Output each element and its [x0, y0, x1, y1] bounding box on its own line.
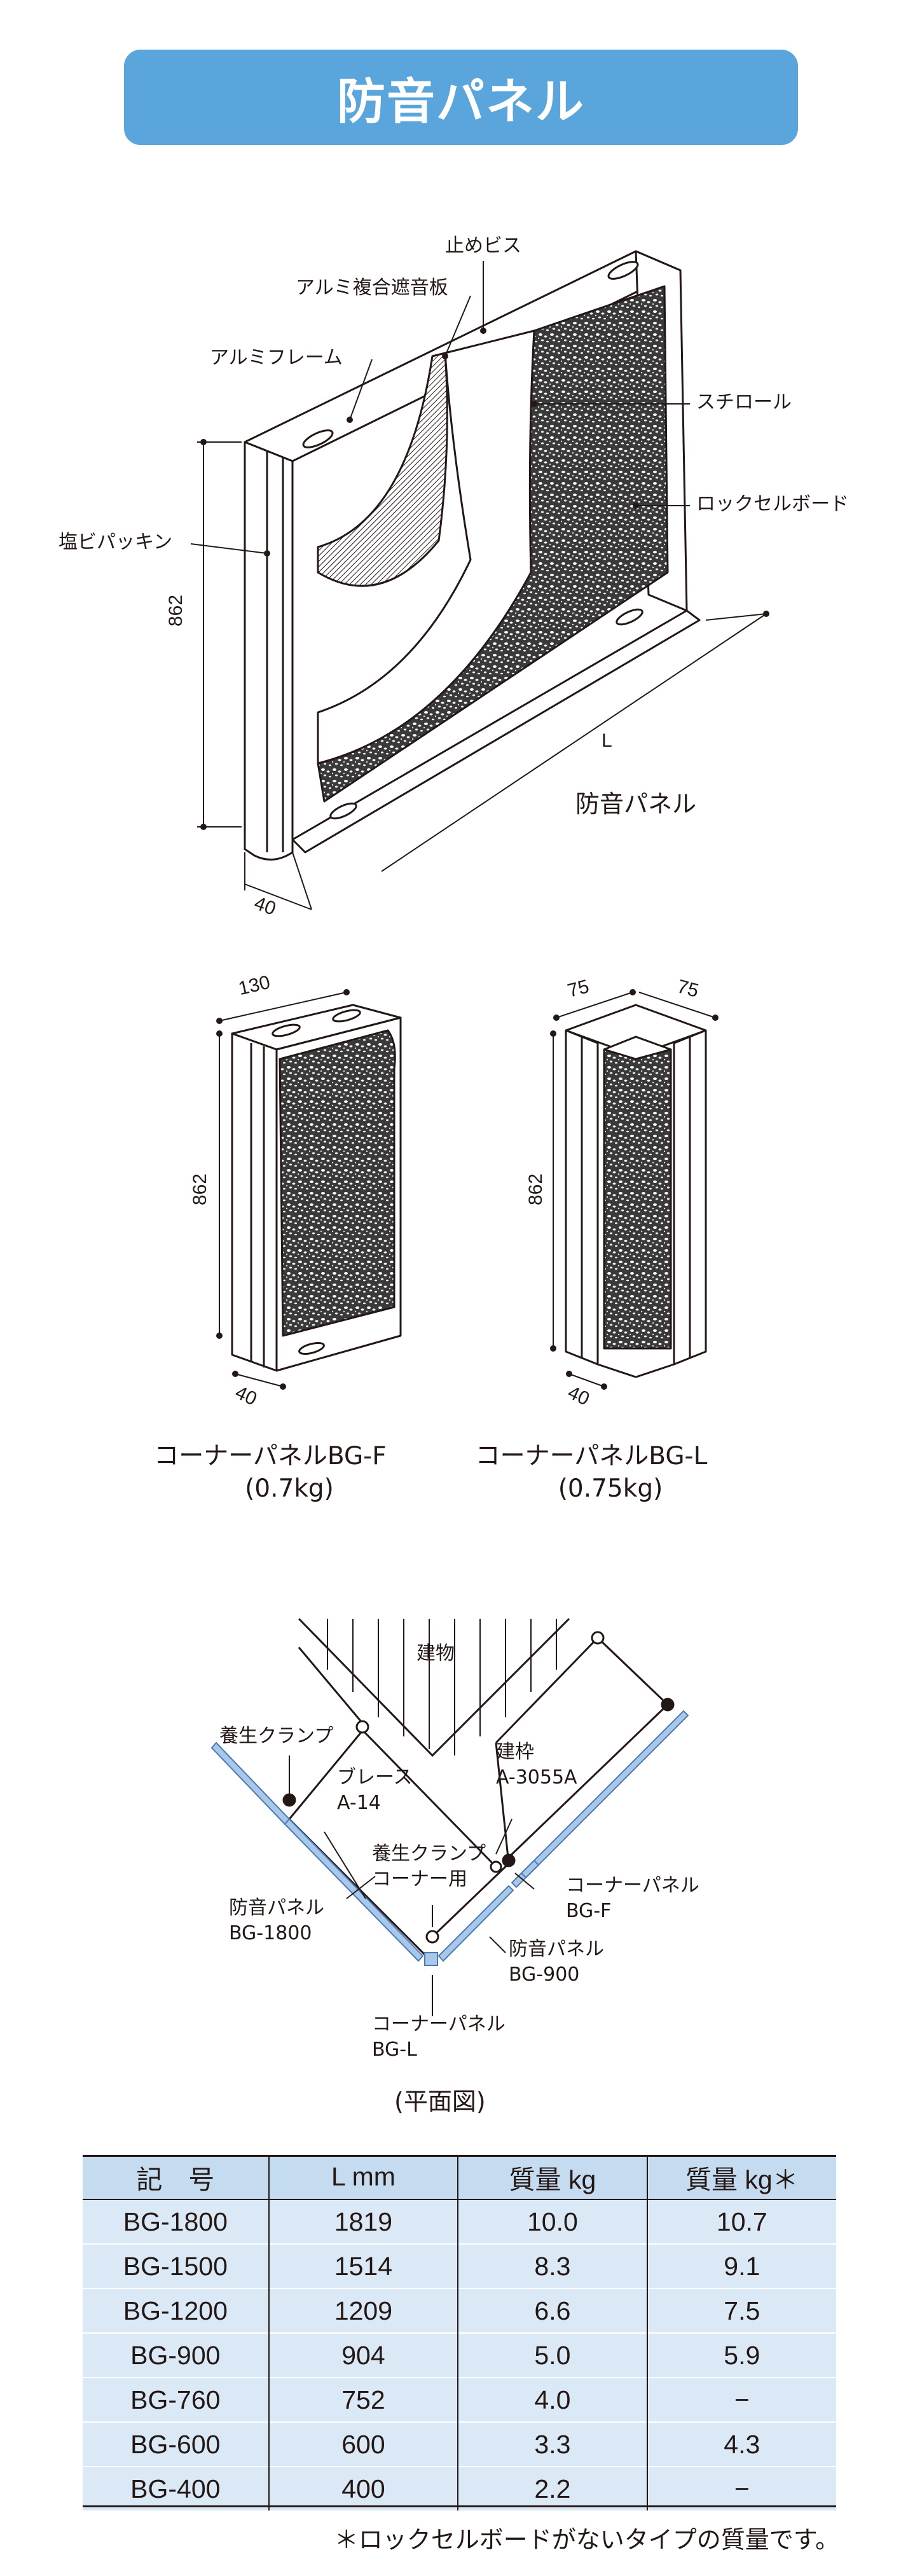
cell-code: BG-400: [83, 2466, 269, 2510]
plan-building-frame: 建枠: [496, 1741, 534, 1763]
table-row: BG-600 600 3.3 4.3: [83, 2421, 836, 2467]
plan-panel-1800: 防音パネル: [229, 1897, 324, 1919]
cell-length: 400: [268, 2466, 458, 2510]
plan-building-frame-code: A-3055A: [496, 1766, 577, 1789]
cell-length: 600: [268, 2421, 458, 2467]
corner-l-leaders: [550, 989, 719, 1390]
corner-l-name: コーナーパネルBG-L: [475, 1442, 708, 1471]
cell-mass-star: −: [646, 2466, 836, 2510]
corner-f-weight: (0.7kg): [245, 1474, 334, 1503]
corner-f-drawing: [231, 1004, 402, 1372]
plan-clamp-corner-1: 養生クランプ: [372, 1843, 486, 1865]
label-styrol: スチロール: [696, 391, 792, 413]
main-panel-drawing: [244, 250, 701, 861]
label-alum-frame: アルミフレーム: [210, 347, 343, 369]
corner-l-drawing: [565, 1004, 707, 1378]
plan-panel-900: 防音パネル: [509, 1938, 604, 1960]
dim-corner-l-height: 862: [525, 1173, 546, 1205]
cell-mass: 10.0: [457, 2199, 647, 2244]
plan-corner-f-code: BG-F: [566, 1900, 612, 1922]
cell-code: BG-1800: [83, 2199, 269, 2244]
dim-main-length: L: [602, 730, 612, 751]
cell-mass: 5.0: [457, 2332, 647, 2378]
plan-panel-1800-code: BG-1800: [229, 1922, 312, 1944]
label-alum-composite: アルミ複合遮音板: [296, 277, 448, 299]
cell-length: 904: [268, 2332, 458, 2378]
cell-mass: 8.3: [457, 2243, 647, 2289]
plan-drawing: [210, 1617, 689, 1966]
plan-corner-l-code: BG-L: [372, 2039, 417, 2061]
table-header-code: 記 号: [83, 2155, 269, 2200]
cell-mass: 2.2: [457, 2466, 647, 2510]
plan-leaders: [289, 1755, 535, 2016]
plan-brace: ブレース: [337, 1766, 413, 1789]
cell-mass-star: 7.5: [646, 2288, 836, 2333]
cell-length: 1819: [268, 2199, 458, 2244]
plan-corner-f-label: コーナーパネル: [566, 1874, 699, 1897]
cell-mass-star: 10.7: [646, 2199, 836, 2244]
corner-f-caption: コーナーパネルBG-F (0.7kg): [149, 1441, 391, 1505]
table-row: BG-1500 1514 8.3 9.1: [83, 2243, 836, 2289]
table-header-length: L mm: [268, 2155, 458, 2200]
label-pvc-packing: 塩ビパッキン: [58, 531, 173, 553]
cell-mass-star: −: [646, 2377, 836, 2422]
label-rockcell-board: ロックセルボード: [696, 493, 849, 515]
table-header-mass: 質量 kg: [457, 2155, 647, 2200]
cell-mass: 6.6: [457, 2288, 647, 2333]
cell-mass: 3.3: [457, 2421, 647, 2467]
plan-curing-clamp: 養生クランプ: [219, 1725, 334, 1747]
plan-building: 建物: [416, 1642, 455, 1665]
page-title: 防音パネル: [337, 73, 585, 130]
dim-main-height: 862: [165, 594, 186, 627]
cell-mass-star: 9.1: [646, 2243, 836, 2289]
cell-code: BG-1200: [83, 2288, 269, 2333]
plan-clamp-corner-2: コーナー用: [372, 1868, 467, 1890]
plan-corner-l-label: コーナーパネル: [372, 2013, 506, 2035]
label-stop-screw: 止めビス: [445, 235, 521, 257]
table-row: BG-1200 1209 6.6 7.5: [83, 2288, 836, 2333]
table-header-mass-star: 質量 kg＊: [646, 2155, 836, 2200]
cell-length: 1514: [268, 2243, 458, 2289]
label-panel-name: 防音パネル: [575, 790, 697, 818]
cell-code: BG-900: [83, 2332, 269, 2378]
corner-l-caption: コーナーパネルBG-L (0.75kg): [471, 1441, 712, 1505]
table-row: BG-760 752 4.0 −: [83, 2377, 836, 2422]
plan-panel-900-code: BG-900: [509, 1963, 580, 1986]
title-banner: 防音パネル: [124, 50, 798, 145]
table-row: BG-400 400 2.2 −: [83, 2466, 836, 2510]
cell-code: BG-600: [83, 2421, 269, 2467]
cell-code: BG-760: [83, 2377, 269, 2422]
dim-corner-f-height: 862: [189, 1173, 210, 1205]
plan-caption: (平面図): [394, 2088, 486, 2116]
cell-mass-star: 5.9: [646, 2332, 836, 2378]
cell-code: BG-1500: [83, 2243, 269, 2289]
table-row: BG-900 904 5.0 5.9: [83, 2332, 836, 2378]
corner-f-leaders: [216, 989, 350, 1390]
cell-mass-star: 4.3: [646, 2421, 836, 2467]
corner-f-name: コーナーパネルBG-F: [154, 1442, 387, 1471]
spec-table: 記 号 L mm 質量 kg 質量 kg＊ BG-1800 1819 10.0 …: [83, 2155, 836, 2510]
corner-l-weight: (0.75kg): [558, 1474, 663, 1503]
cell-length: 752: [268, 2377, 458, 2422]
table-row: BG-1800 1819 10.0 10.7: [83, 2199, 836, 2244]
cell-mass: 4.0: [457, 2377, 647, 2422]
table-header-row: 記 号 L mm 質量 kg 質量 kg＊: [83, 2155, 836, 2200]
plan-brace-code: A-14: [337, 1792, 381, 1814]
cell-length: 1209: [268, 2288, 458, 2333]
main-leaders: [190, 261, 769, 910]
footnote: ＊ロックセルボードがないタイプの質量です。: [334, 2526, 839, 2554]
